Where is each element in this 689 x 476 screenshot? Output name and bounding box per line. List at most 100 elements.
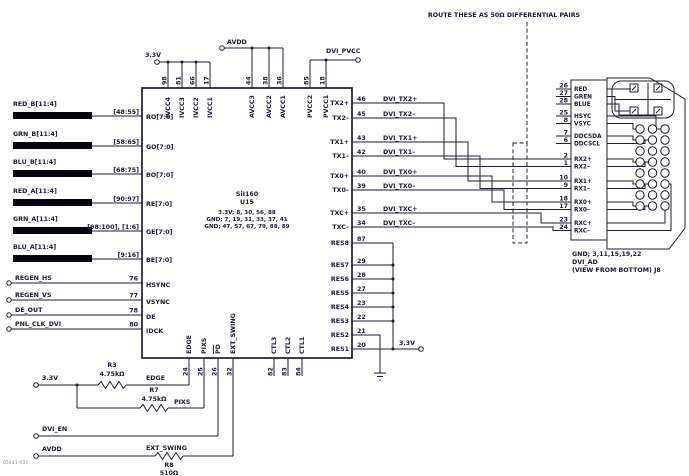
resistor-r3 <box>97 380 127 390</box>
svg-text:17: 17 <box>204 76 211 85</box>
svg-text:24: 24 <box>183 367 190 376</box>
connector-pin-holes <box>635 124 670 211</box>
svg-text:80: 80 <box>129 322 138 329</box>
svg-text:PNL_CLK_DVI: PNL_CLK_DVI <box>15 321 61 328</box>
strap-junction-dot <box>75 383 79 387</box>
svg-text:84: 84 <box>296 367 303 376</box>
avdd-rail-terminal <box>219 45 225 51</box>
figure-number: 05441-037 <box>3 460 28 466</box>
svg-text:AVCC1: AVCC1 <box>280 95 287 118</box>
svg-text:RO[7:0]: RO[7:0] <box>146 114 173 121</box>
dvi-en-terminal <box>33 433 39 439</box>
svg-text:46: 46 <box>357 96 366 103</box>
tx-net-labels: DVI_TX2+DVI_TX2– DVI_TX1+DVI_TX1– DVI_TX… <box>383 96 417 227</box>
tx-differential-wires <box>352 102 571 231</box>
pixs-net-label: PIXS <box>174 399 191 406</box>
svg-text:87: 87 <box>357 236 366 243</box>
svg-text:RES5: RES5 <box>331 290 349 297</box>
routing-note-box <box>512 142 528 244</box>
connector-analog-section <box>611 80 675 119</box>
svg-text:HSYC: HSYC <box>574 114 591 120</box>
svg-text:TX0+: TX0+ <box>330 173 349 180</box>
svg-text:RED_A[11:4]: RED_A[11:4] <box>13 188 57 195</box>
r8-value-label: 510Ω <box>160 470 179 476</box>
pvcc-rail-label: DVI_PVCC <box>326 48 361 55</box>
svg-text:[48:55]: [48:55] <box>113 109 139 116</box>
left-signal-pin-numbers: 76 77 78 80 <box>129 276 138 329</box>
svg-text:PIXS: PIXS <box>201 337 208 354</box>
connector-net-label: DVI_AD <box>572 259 598 266</box>
svg-text:TX1–: TX1– <box>332 153 349 160</box>
routing-note: ROUTE THESE AS 50Ω DIFFERENTIAL PAIRS <box>428 12 581 19</box>
svg-text:76: 76 <box>129 276 138 283</box>
svg-text:78: 78 <box>129 308 138 315</box>
svg-text:81: 81 <box>176 76 183 85</box>
connector-internal-wires <box>607 88 672 231</box>
svg-text:9: 9 <box>564 182 568 189</box>
svg-text:TX2+: TX2+ <box>330 100 349 107</box>
svg-text:RES2: RES2 <box>331 332 349 339</box>
connector-view-note: (VIEW FROM BOTTOM) J8 <box>572 267 661 274</box>
svg-text:2: 2 <box>564 153 568 160</box>
svg-text:77: 77 <box>129 293 138 300</box>
bottom-pin-numbers: 24 25 26 32 82 83 84 <box>183 367 303 376</box>
chip-gnd-note-1: GND; 7, 19, 31, 33, 37, 41 <box>206 217 287 223</box>
bus-range-labels: [48:55][58:65] [68:75][90:97] [98:100], … <box>87 109 139 259</box>
svg-text:36: 36 <box>277 76 284 85</box>
res-pullup-rail-label: 3.3V <box>399 340 415 347</box>
svg-text:DDCSDA: DDCSDA <box>574 134 602 140</box>
svg-text:42: 42 <box>357 149 366 156</box>
svg-text:RX2–: RX2– <box>574 165 590 171</box>
ground-symbol <box>374 372 386 381</box>
svg-text:RES6: RES6 <box>331 276 350 283</box>
connector-pin-labels: RED GREN BLUE HSYC VSYC DDCSDA DDCSCL RX… <box>574 87 602 235</box>
bus-wires <box>92 115 142 260</box>
svg-text:34: 34 <box>357 220 366 227</box>
de-out-terminal <box>6 312 12 318</box>
connector-left-stubs <box>556 88 571 144</box>
connector-shell-outline <box>606 77 686 250</box>
svg-text:TX1+: TX1+ <box>330 139 349 146</box>
svg-text:TX0–: TX0– <box>332 187 349 194</box>
edge-net-label: EDGE <box>146 375 165 382</box>
svg-text:IDCK: IDCK <box>146 328 164 335</box>
svg-text:RED: RED <box>574 87 587 93</box>
r3-ref-label: R3 <box>107 362 116 369</box>
svg-text:GO[7:0]: GO[7:0] <box>146 144 174 151</box>
resistor-r8 <box>154 451 184 461</box>
svg-text:RX1–: RX1– <box>574 187 590 193</box>
svg-text:6: 6 <box>564 137 569 144</box>
svg-text:25: 25 <box>198 367 205 376</box>
svg-text:PVCC2: PVCC2 <box>307 95 314 118</box>
svg-text:[9:16]: [9:16] <box>118 252 140 259</box>
avdd-strap-terminal <box>33 453 39 459</box>
svg-text:GRN_B[11:4]: GRN_B[11:4] <box>13 131 58 138</box>
svg-text:26: 26 <box>559 83 568 90</box>
svg-text:RES4: RES4 <box>331 304 350 311</box>
res-junction-dots <box>391 263 395 351</box>
svg-text:38: 38 <box>263 76 270 85</box>
svg-text:24: 24 <box>559 224 568 231</box>
svg-text:10: 10 <box>559 175 568 182</box>
svg-text:66: 66 <box>190 76 197 85</box>
svg-text:28: 28 <box>559 98 568 105</box>
svg-text:EDGE: EDGE <box>186 335 193 354</box>
svg-text:DE: DE <box>146 314 156 321</box>
svg-text:28: 28 <box>357 272 366 279</box>
svg-text:DVI_TX2–: DVI_TX2– <box>383 111 415 118</box>
svg-text:BE[7:0]: BE[7:0] <box>146 257 172 264</box>
ivcc-rail-terminal <box>154 59 160 65</box>
chip-ref-designator: U15 <box>240 199 254 206</box>
svg-text:1: 1 <box>564 160 568 167</box>
chip-power-note: 3.3V; 8, 30, 56, 88 <box>218 210 276 216</box>
svg-text:RX0+: RX0+ <box>574 200 592 206</box>
svg-text:REGEN_VS: REGEN_VS <box>15 292 52 299</box>
svg-text:[58:65]: [58:65] <box>113 139 139 146</box>
chip-part-label: SiI160 <box>236 191 259 198</box>
svg-text:HSYNC: HSYNC <box>146 282 171 289</box>
svg-text:DVI_TXC–: DVI_TXC– <box>383 220 415 227</box>
